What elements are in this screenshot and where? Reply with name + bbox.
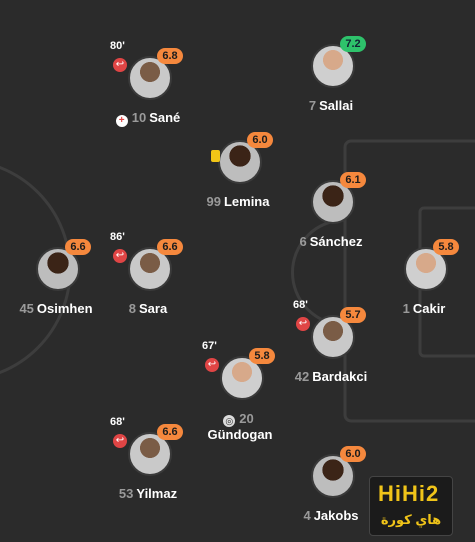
rating-badge: 6.8 [157, 48, 183, 64]
player-number: 6 [299, 234, 307, 249]
player-name: Sánchez [309, 234, 363, 249]
watermark-arabic: هاي كورة [380, 512, 442, 527]
substitution-icon: ↩ [113, 434, 127, 448]
player-number: 7 [308, 98, 317, 113]
player-number: 42 [294, 369, 310, 384]
rating-badge: 5.7 [340, 307, 366, 323]
player-name: Sallai [319, 98, 354, 113]
substitution-icon: ↩ [113, 58, 127, 72]
rating-badge: 7.2 [340, 36, 366, 52]
yellow-card-icon [211, 150, 220, 162]
player-name: Sara [139, 301, 168, 316]
substitution-icon: ↩ [113, 249, 127, 263]
player-gundogan[interactable]: 67' ↩ 5.8 ◎20 Gündogan [185, 340, 295, 442]
player-name: Cakir [412, 301, 446, 316]
rating-badge: 6.6 [157, 424, 183, 440]
rating-badge: 6.0 [340, 446, 366, 462]
rating-badge: 5.8 [249, 348, 275, 364]
watermark-logo: HiHi2 هاي كورة [369, 476, 453, 536]
sub-minute: 68' [293, 299, 308, 311]
player-number: 10 [131, 110, 147, 125]
player-name: Bardakci [312, 369, 368, 384]
player-name: Jakobs [313, 508, 359, 523]
player-number: 4 [303, 508, 311, 523]
player-name-line: ◎20 Gündogan [185, 411, 295, 442]
rating-badge: 6.6 [157, 239, 183, 255]
sub-minute: 67' [202, 340, 217, 352]
player-name: Yilmaz [136, 486, 178, 501]
player-number: 8 [128, 301, 137, 316]
sub-minute: 68' [110, 416, 125, 428]
watermark-main: HiHi2 [378, 481, 440, 506]
sub-minute: 80' [110, 40, 125, 52]
substitution-icon: ↩ [296, 317, 310, 331]
player-avatar [218, 140, 262, 184]
rating-badge: 6.0 [247, 132, 273, 148]
player-name: Lemina [223, 194, 270, 209]
player-avatar [36, 247, 80, 291]
player-name: Sané [149, 110, 181, 125]
injury-icon: + [115, 115, 128, 127]
substitution-icon: ↩ [205, 358, 219, 372]
player-number: 20 [239, 411, 254, 426]
rating-badge: 5.8 [433, 239, 459, 255]
rating-badge: 6.1 [340, 172, 366, 188]
goal-ball-icon: ◎ [223, 415, 236, 427]
rating-badge: 6.6 [65, 239, 91, 255]
sub-minute: 86' [110, 231, 125, 243]
player-name: Gündogan [207, 427, 273, 442]
player-number: 99 [206, 194, 221, 209]
player-number: 1 [402, 301, 410, 316]
player-name: Osimhen [36, 301, 93, 316]
player-number: 45 [19, 301, 34, 316]
player-number: 53 [118, 486, 134, 501]
